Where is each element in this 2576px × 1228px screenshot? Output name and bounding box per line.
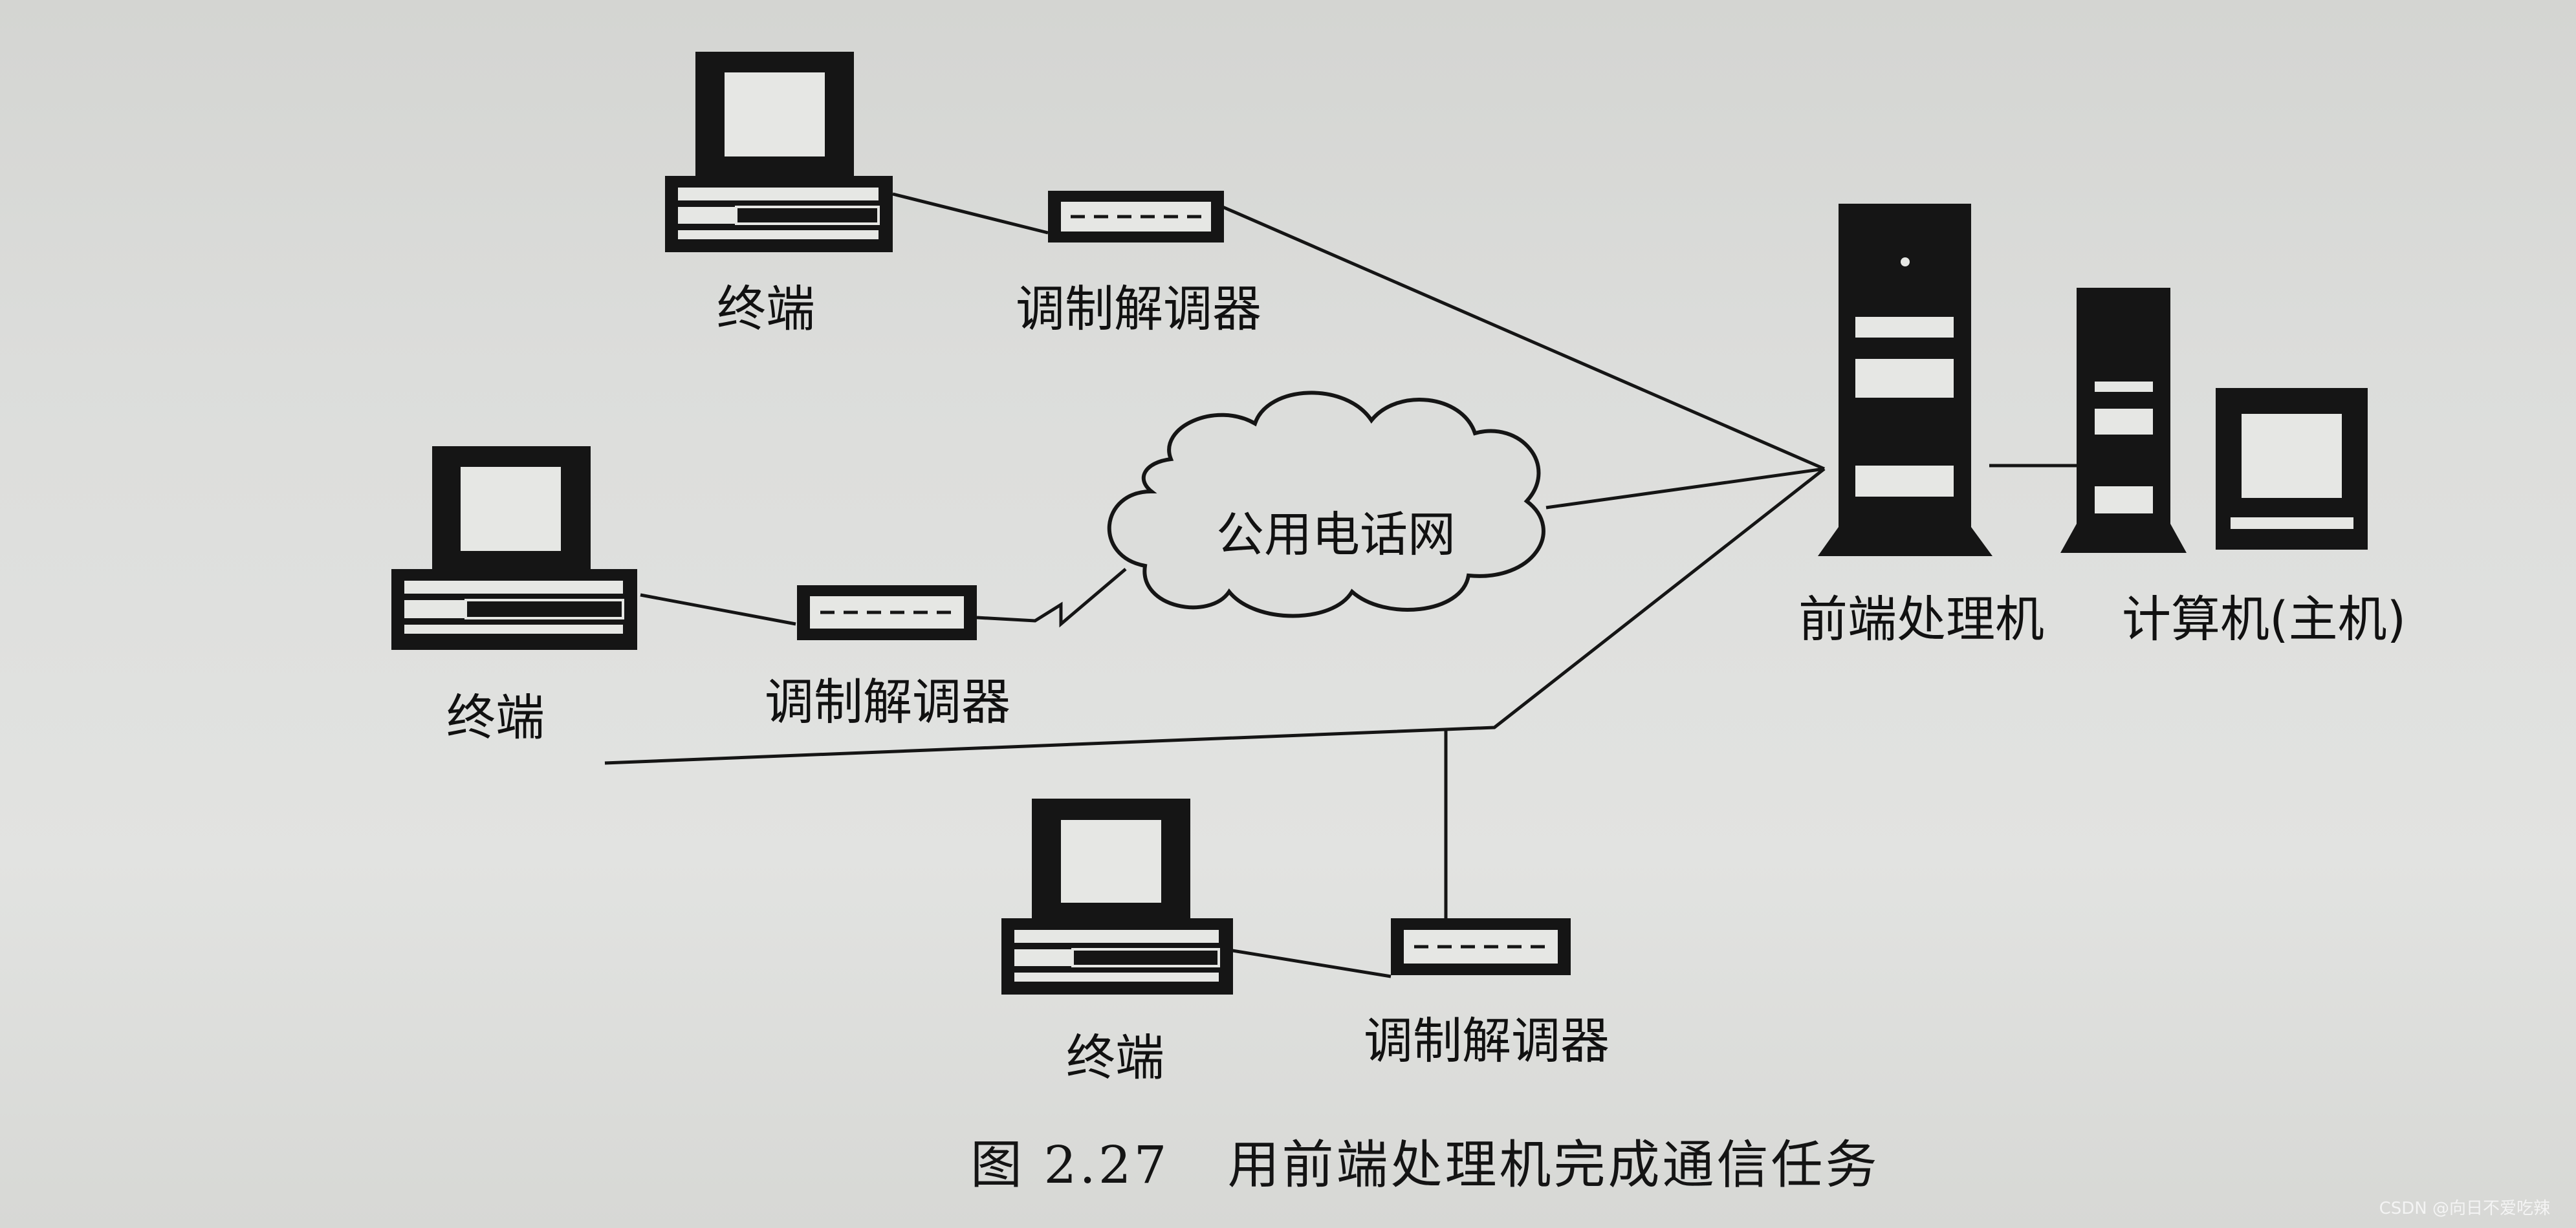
terminal-1-label: 终端	[717, 280, 815, 338]
host-computer-icon	[2060, 288, 2368, 553]
cloud-label: 公用电话网	[1216, 507, 1456, 563]
modem-2-label: 调制解调器	[765, 673, 1010, 731]
host-computer-label: 计算机(主机)	[2122, 590, 2407, 648]
front-end-processor-icon	[1818, 204, 1992, 556]
line-terminal1-modem1	[892, 192, 1049, 235]
line-terminal3-modem3	[1232, 949, 1392, 978]
terminal-1-icon	[665, 52, 893, 252]
line-modem2-cloud-zigzag	[976, 568, 1127, 628]
terminal-3-label: 终端	[1066, 1029, 1164, 1086]
modem-1-icon	[1048, 191, 1224, 242]
line-trunk-to-fep	[604, 468, 1826, 765]
modem-3-label: 调制解调器	[1364, 1012, 1610, 1070]
terminal-3-icon	[1001, 799, 1233, 995]
watermark: CSDN @向日不爱吃辣	[2379, 1199, 2550, 1218]
modem-2-icon	[797, 585, 977, 640]
line-terminal2-modem2	[640, 593, 796, 626]
terminal-2-icon	[391, 446, 637, 650]
modem-3-icon	[1391, 918, 1571, 975]
terminal-2-label: 终端	[446, 689, 545, 746]
cloud-icon	[1107, 391, 1545, 618]
connection-lines	[604, 192, 2084, 978]
line-cloud-fep	[1545, 467, 1825, 510]
modem-1-label: 调制解调器	[1016, 280, 1261, 338]
line-modem1-fep	[1222, 205, 1825, 471]
figure-number: 图 2.27	[970, 1135, 1170, 1195]
figure-title: 用前端处理机完成通信任务	[1227, 1135, 1880, 1195]
front-end-processor-label: 前端处理机	[1798, 590, 2044, 648]
